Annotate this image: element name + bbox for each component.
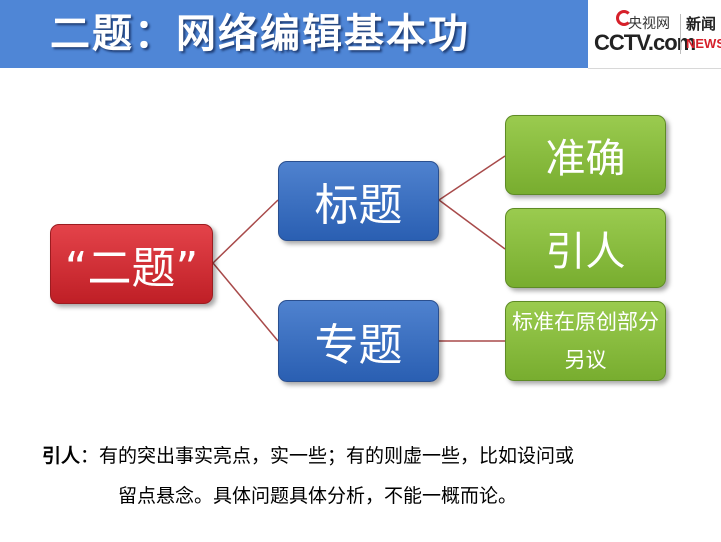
cctv-logo: 央视网 CCTV.com 新闻 NEWS — [588, 0, 721, 69]
logo-chinese-name: 央视网 — [628, 16, 670, 32]
connector-root-to-title — [212, 199, 279, 264]
slide-title: 二题：网络编辑基本功 — [50, 11, 470, 57]
logo-brand: CCTV.com — [594, 30, 696, 55]
logo-separator — [680, 14, 681, 54]
branch-node-special: 专题 — [278, 300, 439, 382]
note-text: 引人：有的突出事实亮点，实一些；有的则虚一些，比如设问或 留点悬念。具体问题具体… — [42, 436, 682, 516]
connector-title-to-accurate — [438, 155, 506, 201]
note-line-1: ：有的突出事实亮点，实一些；有的则虚一些，比如设问或 — [80, 445, 575, 467]
note-line-2: 留点悬念。具体问题具体分析，不能一概而论。 — [118, 485, 518, 507]
connector-root-to-special — [212, 262, 279, 342]
connector-title-to-attractive — [438, 199, 506, 250]
leaf-node-accurate: 准确 — [505, 115, 666, 195]
leaf-node-attractive: 引人 — [505, 208, 666, 288]
root-node: “二题” — [50, 224, 213, 304]
logo-news-english: NEWS — [686, 36, 721, 51]
branch-node-title: 标题 — [278, 161, 439, 241]
header-bar — [0, 0, 588, 68]
leaf-node-original: 标准在原创部分另议 — [505, 301, 666, 381]
cctv-swirl-icon — [616, 10, 632, 26]
note-label: 引人 — [42, 445, 81, 467]
logo-news-chinese: 新闻 — [686, 15, 717, 33]
